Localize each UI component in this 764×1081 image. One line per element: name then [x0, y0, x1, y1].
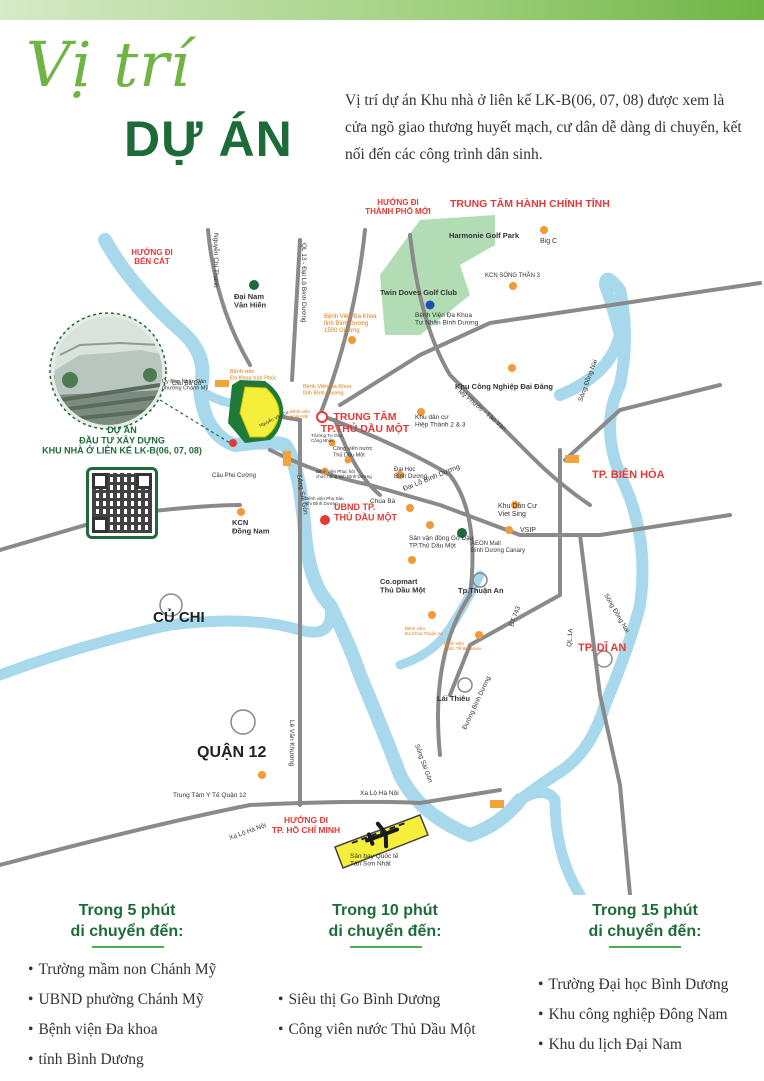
- place-label: Trung Tâm Y Tế Quận 12: [173, 790, 247, 799]
- title-script: Vị trí: [26, 28, 191, 101]
- col-5min-list: Trường mầm non Chánh Mỹ UBND phường Chán…: [28, 961, 216, 1081]
- road-label: QL 13 - Đại Lộ Bình Dương: [300, 243, 307, 323]
- golf-area: [380, 215, 495, 335]
- list-item: Siêu thị Go Bình Dương: [278, 991, 476, 1009]
- place-label: Tp.Thuận An: [458, 586, 504, 595]
- place-label: VSIP: [520, 527, 536, 534]
- project-site: [228, 380, 284, 447]
- label-di-an: TP. DĨ AN: [578, 641, 626, 654]
- place-label: Harmonie Golf Park: [449, 231, 520, 240]
- qr-finder: [92, 517, 108, 533]
- road-label: Lê Văn Khương: [288, 720, 295, 767]
- qr-finder: [136, 473, 152, 489]
- list-item: Trường mầm non Chánh Mỹ: [28, 961, 216, 979]
- list-item: Khu công nghiệp Đông Nam: [538, 1006, 728, 1024]
- list-item: Khu du lịch Đại Nam: [538, 1036, 728, 1054]
- place-label: Khu Công Nghiệp Đại Đăng: [455, 382, 553, 391]
- col-5min-title: Trong 5 phút di chuyển đến:: [70, 902, 184, 940]
- page-title: DỰ ÁN: [124, 111, 293, 167]
- list-item: Trường Đại học Bình Dương: [538, 976, 728, 994]
- place-label: Chùa Bà: [370, 498, 396, 505]
- col-5min-divider: [92, 946, 164, 948]
- col-15min-title: Trong 15 phút di chuyển đến:: [588, 902, 702, 940]
- list-item: Công viên nước Thủ Dầu Một: [278, 1021, 475, 1039]
- airport: [334, 814, 429, 869]
- label-cu-chi: CỦ CHI: [153, 608, 205, 626]
- label-quan12: QUẬN 12: [197, 742, 266, 761]
- col-10min-divider: [350, 946, 422, 948]
- place-label: KCN SÓNG THẦN 3: [485, 272, 541, 279]
- qr-finder: [92, 473, 108, 489]
- intro-text: Vị trí dự án Khu nhà ở liên kế LK-B(06, …: [345, 92, 742, 163]
- list-item: tỉnh Bình Dương: [28, 1051, 216, 1069]
- top-gradient-bar: [0, 0, 764, 20]
- road-label: Xa Lộ Hà Nội: [360, 790, 399, 797]
- label-bien-hoa: TP. BIÊN HÒA: [592, 468, 665, 481]
- col-10min-list: Siêu thị Go Bình Dương Công viên nước Th…: [278, 991, 476, 1051]
- airplane-icon: [364, 821, 400, 849]
- list-item: Bệnh viện Đa khoa: [28, 1021, 216, 1039]
- river-label: Sông Sài Gòn: [413, 743, 434, 784]
- place-label: Big C: [540, 238, 557, 245]
- place-label: Twin Doves Golf Club: [380, 288, 457, 297]
- col-10min-title: Trong 10 phút di chuyển đến:: [328, 902, 442, 940]
- place-label: Cầu Bà Cô: [172, 381, 202, 387]
- place-label: Cầu Phú Cường: [212, 473, 256, 479]
- bridge-markers: [215, 380, 579, 808]
- label-ubnd: UBND TP.THỦ DẦU MỘT: [334, 502, 397, 522]
- label-hanh-chinh: TRUNG TÂM HÀNH CHÍNH TỈNH: [450, 197, 610, 210]
- col-15min-list: Trường Đại học Bình Dương Khu công nghiệ…: [538, 976, 728, 1066]
- place-label: Lái Thiêu: [437, 694, 470, 703]
- qr-code[interactable]: [86, 467, 158, 539]
- col-15min-divider: [609, 946, 681, 948]
- qr-pattern: [92, 473, 152, 533]
- list-item: UBND phường Chánh Mỹ: [28, 991, 216, 1009]
- river-label: Sông Đồng Nai: [602, 592, 632, 635]
- poi-markers: [159, 226, 613, 779]
- road-label: Xa Lộ Hà Nội: [228, 822, 267, 842]
- road-label: Nguyễn Chí Thanh: [212, 233, 221, 288]
- road-label: QL.1A: [566, 628, 575, 648]
